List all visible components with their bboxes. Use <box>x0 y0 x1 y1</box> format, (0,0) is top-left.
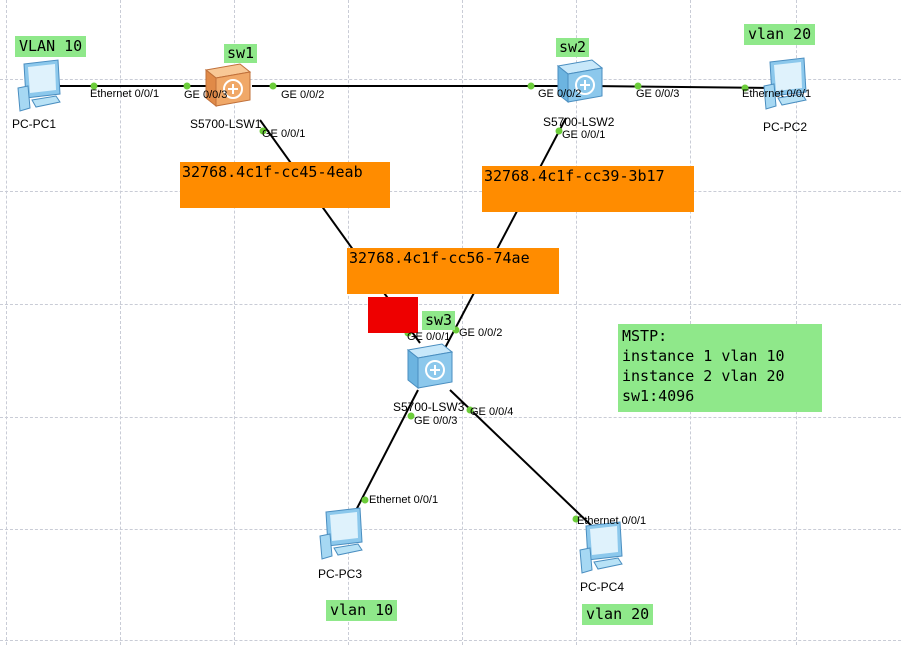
grid-line <box>0 417 901 418</box>
port-dot <box>90 82 98 90</box>
port-dot <box>466 406 474 414</box>
bridge-id-sw2: 32768.4c1f-cc39-3b17 <box>482 166 694 212</box>
port-dot <box>407 412 415 420</box>
grid-line <box>690 0 691 645</box>
switch-icon[interactable] <box>552 56 608 106</box>
bridge-id-sw3: 32768.4c1f-cc56-74ae <box>347 248 559 294</box>
link-sw2-pc2[interactable] <box>589 85 771 89</box>
port-label: Ethernet 0/0/1 <box>742 88 812 100</box>
sw3-name: S5700-LSW3 <box>393 400 465 414</box>
mstp-note-line: instance 2 vlan 20 <box>622 367 785 385</box>
port-dot <box>527 82 535 90</box>
port-label: GE 0/0/1 <box>262 128 306 140</box>
vlan-label-pc1: VLAN 10 <box>15 36 87 57</box>
switch-icon[interactable] <box>200 60 256 110</box>
grid-line <box>462 0 463 645</box>
grid-line <box>0 304 901 305</box>
port-label: GE 0/0/2 <box>538 88 582 100</box>
bridge-id-sw1-text: 32768.4c1f-cc45-4eab <box>182 163 363 181</box>
port-dot <box>572 515 580 523</box>
grid-line <box>234 0 235 645</box>
sw3-tag: sw3 <box>422 311 456 330</box>
mstp-note-line: MSTP: <box>622 327 668 345</box>
grid-line <box>6 0 7 645</box>
sw1-name: S5700-LSW1 <box>190 117 262 131</box>
grid-line <box>120 0 121 645</box>
port-label: GE 0/0/2 <box>281 89 325 101</box>
port-label: Ethernet 0/0/1 <box>577 515 647 527</box>
pc2-name: PC-PC2 <box>763 120 808 134</box>
port-dot <box>259 127 267 135</box>
port-label: GE 0/0/1 <box>407 331 451 343</box>
vlan-label-pc2: vlan 20 <box>744 24 816 45</box>
pc-icon[interactable] <box>312 506 370 562</box>
port-dot <box>183 82 191 90</box>
port-label: GE 0/0/3 <box>184 89 228 101</box>
pc3-name: PC-PC3 <box>318 567 363 581</box>
link-sw2-sw3[interactable] <box>444 117 567 349</box>
port-dot <box>269 82 277 90</box>
grid-line <box>0 640 901 641</box>
port-dot <box>634 82 642 90</box>
bridge-id-sw1: 32768.4c1f-cc45-4eab <box>180 162 390 208</box>
pc1-name: PC-PC1 <box>12 117 57 131</box>
port-label: GE 0/0/3 <box>636 88 680 100</box>
grid-line <box>576 0 577 645</box>
sw2-name: S5700-LSW2 <box>543 115 615 129</box>
pc-icon[interactable] <box>572 520 630 576</box>
port-dot <box>555 127 563 135</box>
port-label: GE 0/0/2 <box>459 327 503 339</box>
grid-line <box>348 0 349 645</box>
port-dot <box>404 329 412 337</box>
mstp-note: MSTP: instance 1 vlan 10 instance 2 vlan… <box>618 324 822 412</box>
port-label: Ethernet 0/0/1 <box>90 88 160 100</box>
grid-line <box>0 191 901 192</box>
grid-line <box>796 0 797 645</box>
bridge-id-sw2-text: 32768.4c1f-cc39-3b17 <box>484 167 665 185</box>
vlan-label-pc3: vlan 10 <box>326 600 398 621</box>
pc4-name: PC-PC4 <box>580 580 625 594</box>
link-sw3-pc4[interactable] <box>449 389 599 533</box>
pc-icon[interactable] <box>756 56 814 112</box>
sw2-tag: sw2 <box>556 38 590 57</box>
mstp-note-line: instance 1 vlan 10 <box>622 347 785 365</box>
port-label: GE 0/0/3 <box>414 415 458 427</box>
grid-line <box>0 79 901 80</box>
port-label: GE 0/0/1 <box>562 129 606 141</box>
port-label: Ethernet 0/0/1 <box>369 494 439 506</box>
bridge-id-sw3-text: 32768.4c1f-cc56-74ae <box>349 249 530 267</box>
pc-icon[interactable] <box>10 58 68 114</box>
grid-line <box>0 529 901 530</box>
port-dot <box>361 496 369 504</box>
mstp-note-line: sw1:4096 <box>622 387 695 405</box>
port-dot <box>452 326 460 334</box>
blocked-port-marker <box>368 297 418 333</box>
port-dot <box>741 84 749 92</box>
port-label: GE 0/0/4 <box>470 406 514 418</box>
sw1-tag: sw1 <box>224 44 258 63</box>
vlan-label-pc4: vlan 20 <box>582 604 654 625</box>
switch-icon[interactable] <box>402 340 458 392</box>
